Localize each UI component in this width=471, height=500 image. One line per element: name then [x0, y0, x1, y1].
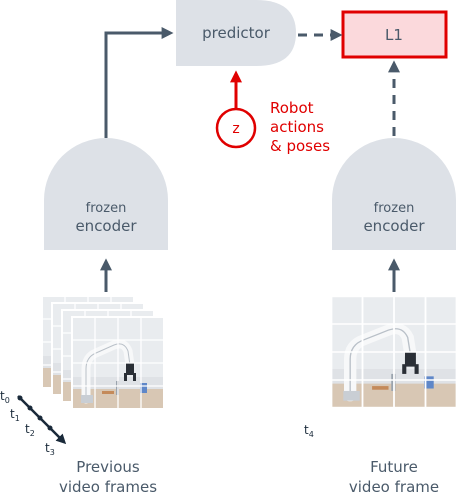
time-label-4: t4 [304, 423, 314, 439]
future-caption-line2: video frame [349, 478, 439, 496]
previous-caption-line2: video frames [59, 478, 157, 496]
future-caption-line1: Future [370, 458, 418, 476]
loss-label: L1 [385, 26, 403, 44]
time-dot-1 [27, 405, 33, 411]
predictor-block: predictor [176, 0, 296, 66]
predictor-label: predictor [202, 24, 271, 42]
encoder-to-predictor-arrow [104, 27, 174, 138]
encoder-left-line1: frozen [86, 201, 127, 216]
previous-frame-3 [71, 316, 165, 410]
encoder-left-line2: encoder [75, 217, 137, 235]
time-label-3: t3 [45, 441, 55, 457]
time-label-0: t0 [0, 389, 10, 405]
time-dot-2 [37, 415, 43, 421]
previous-caption-line1: Previous [76, 458, 140, 476]
encoder-right-line2: encoder [363, 217, 425, 235]
future-frame-image [329, 294, 459, 410]
robot-conditioning-text: Robot actions & poses [270, 99, 330, 155]
latent-node: z [215, 107, 257, 149]
previous-caption: Previous video frames [59, 458, 157, 496]
robot-line-2: actions [270, 118, 324, 136]
future-frame [329, 294, 459, 410]
time-dot-0 [17, 395, 23, 401]
encoder-right-line1: frozen [374, 201, 415, 216]
encoder-right-block: frozen encoder [332, 138, 456, 250]
latent-label: z [232, 121, 239, 137]
robot-line-1: Robot [270, 99, 314, 117]
previous-frames-stack [41, 295, 165, 410]
robot-line-3: & poses [270, 137, 330, 155]
time-axis: t0 t1 t2 t3 t4 [0, 389, 314, 457]
time-label-1: t1 [10, 407, 20, 423]
encoder-left-block: frozen encoder [44, 138, 168, 250]
loss-block: L1 [341, 10, 448, 59]
time-label-2: t2 [25, 422, 35, 438]
time-dot-3 [47, 425, 53, 431]
future-caption: Future video frame [349, 458, 439, 496]
